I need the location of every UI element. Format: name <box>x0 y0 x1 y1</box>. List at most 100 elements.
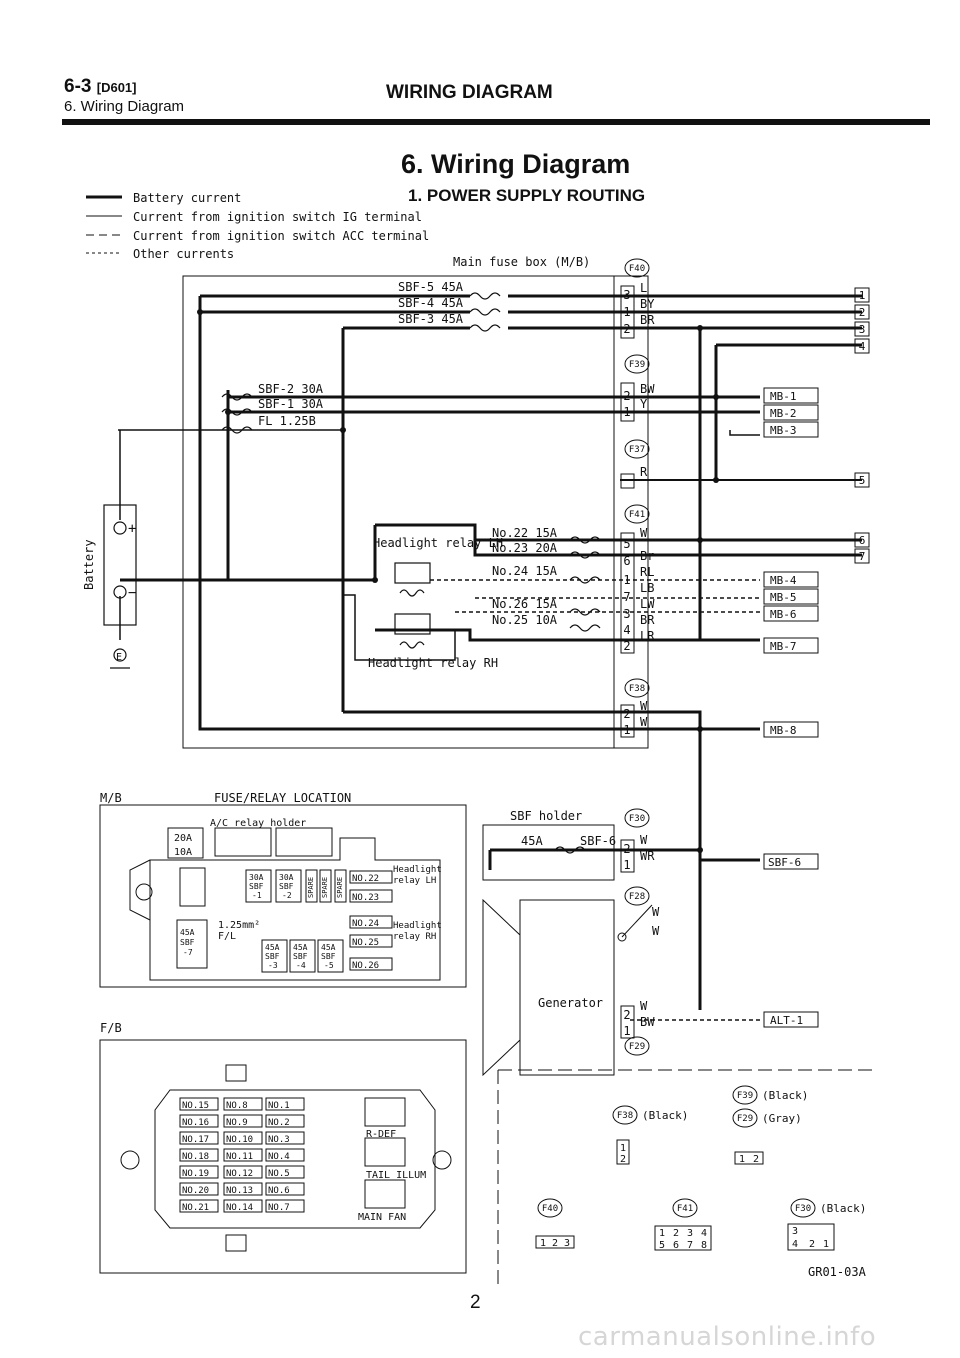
ground-label: E <box>116 652 122 663</box>
doc-title: 6. Wiring Diagram <box>401 149 631 179</box>
wire-color: LW <box>640 597 655 611</box>
relay-lh-label: Headlight relay LH <box>373 536 503 550</box>
output-alt1 <box>763 1011 819 1028</box>
mb-location-tag: M/B <box>100 791 122 805</box>
mb-sbf-label: SBF <box>279 882 294 891</box>
fb-fuse-label: NO.17 <box>182 1135 209 1145</box>
fb-relay-label: MAIN FAN <box>358 1212 406 1223</box>
wire-color: BY <box>640 297 655 311</box>
junction-dot <box>713 394 719 400</box>
pin: 1 <box>623 723 630 737</box>
mb-sbf7 <box>176 919 208 969</box>
mb-sbf7-label: -7 <box>183 948 193 957</box>
ac-relay-holder-label: A/C relay holder <box>210 818 306 829</box>
fb-fuse-label: NO.5 <box>268 1169 290 1179</box>
fuse-label: SBF-1 30A <box>258 397 324 411</box>
connector-f28-oval <box>624 886 650 906</box>
fb-fuse-slot <box>265 1199 305 1213</box>
fb-fuse-slot <box>179 1165 219 1179</box>
fuse-label: No.23 20A <box>492 541 558 555</box>
view-pin: 5 <box>659 1240 665 1251</box>
pin: 7 <box>623 590 630 604</box>
wire-color: BR <box>640 613 655 627</box>
output-label: MB-6 <box>770 608 797 621</box>
junction-dot <box>697 726 703 732</box>
legend-label: Current from ignition switch IG terminal <box>133 210 422 224</box>
connector-f40-oval <box>624 258 650 278</box>
connector-f39-oval <box>624 354 650 374</box>
generator-symbol <box>482 898 521 1077</box>
output-mb1 <box>763 387 819 404</box>
wire-color: W <box>640 715 648 729</box>
pin: 2 <box>623 389 630 403</box>
section-title: 1. POWER SUPPLY ROUTING <box>408 186 646 205</box>
fb-fuse-label: NO.12 <box>226 1169 253 1179</box>
battery-box <box>103 504 137 626</box>
fb-relay-label: TAIL ILLUM <box>366 1170 426 1181</box>
fuse-label: No.24 15A <box>492 564 558 578</box>
fb-relay-rdef <box>364 1097 406 1127</box>
mb-no-label: NO.26 <box>352 961 379 971</box>
view-connector-name: F40 <box>542 1204 558 1214</box>
connector-name: F38 <box>629 684 645 694</box>
sbf-holder-label: SBF holder <box>510 809 582 823</box>
mb-sbf-label: -5 <box>324 961 334 970</box>
wire-color: Y <box>640 397 648 411</box>
connector-f40-body <box>620 285 635 339</box>
fuse-label: SBF-4 45A <box>398 296 464 310</box>
connector-f29-body <box>620 1005 635 1039</box>
mb-spare <box>305 869 318 903</box>
output-mb3 <box>763 421 819 438</box>
wire-color: WR <box>640 849 655 863</box>
mb-fuse-block <box>167 827 204 859</box>
junction-dot <box>197 309 203 315</box>
fb-fuse-slot <box>265 1148 305 1162</box>
mb-sbf-label: -1 <box>252 891 262 900</box>
output-mb5 <box>763 588 819 605</box>
output-terminal-4 <box>854 338 870 354</box>
pin: 1 <box>623 1024 630 1038</box>
fuse-label: SBF-2 30A <box>258 382 324 396</box>
junction-dot <box>713 477 719 483</box>
mb-sbf7-label: 45A <box>180 928 195 937</box>
battery-label: Battery <box>82 539 96 590</box>
connector-f38-oval <box>624 678 650 698</box>
fb-fuse-slot <box>223 1097 263 1111</box>
fb-fuse-label: NO.21 <box>182 1203 209 1213</box>
wire-color: W <box>640 833 648 847</box>
fuse-label: SBF-5 45A <box>398 280 464 294</box>
fb-relay-tail <box>364 1137 406 1167</box>
view-connector-name: F41 <box>677 1204 693 1214</box>
fb-fuse-label: NO.10 <box>226 1135 253 1145</box>
view-f39-oval <box>732 1085 758 1105</box>
output-terminal-5 <box>854 472 870 488</box>
wire-color: W <box>640 999 648 1013</box>
view-pin: 1 <box>620 1143 626 1154</box>
mb-sbf-label: 45A <box>321 943 336 952</box>
mb-housing <box>149 837 441 981</box>
mb-sbf-socket <box>179 867 206 907</box>
view-pin: 7 <box>687 1240 693 1251</box>
connector-f41-body <box>620 532 635 654</box>
output-terminal-6 <box>854 532 870 548</box>
connector-name: F39 <box>629 360 645 370</box>
pin: 2 <box>623 639 630 653</box>
view-f41-plug <box>654 1225 712 1251</box>
output-label: SBF-6 <box>768 856 801 869</box>
connector-name: F40 <box>629 264 645 274</box>
view-f30-oval <box>790 1198 816 1218</box>
fuse-label: No.22 15A <box>492 526 558 540</box>
mb-no-label: NO.22 <box>352 874 379 884</box>
view-connector-color: (Black) <box>820 1202 866 1215</box>
mb-no-label: NO.25 <box>352 938 379 948</box>
view-pin: 2 <box>552 1238 558 1249</box>
mb-sbf2 <box>275 869 302 903</box>
view-pin: 2 <box>809 1239 815 1250</box>
fb-fuse-slot <box>223 1199 263 1213</box>
fb-fuse-slot <box>265 1182 305 1196</box>
main-fuse-box-label: Main fuse box (M/B) <box>453 255 590 269</box>
battery-plus-terminal <box>113 521 127 535</box>
fb-fuse-slot <box>179 1131 219 1145</box>
legend-label: Current from ignition switch ACC termina… <box>133 229 429 243</box>
fb-fuse-slot <box>265 1165 305 1179</box>
